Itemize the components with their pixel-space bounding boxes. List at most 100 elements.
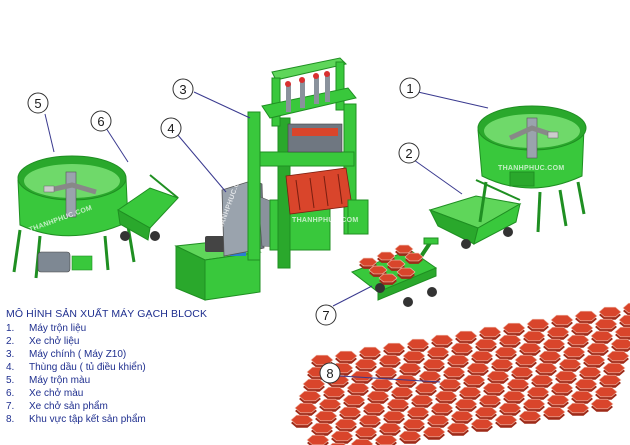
trolley-brick [368,265,388,275]
material-mixer-watermark: THANHPHUC.COM [498,165,565,172]
callout-3: 3 [172,78,194,100]
paver-brick [330,430,354,442]
paver-brick [470,350,494,362]
callout-8: 8 [319,362,341,384]
paver-brick [350,438,374,445]
legend-title: MÔ HÌNH SẢN XUẤT MÁY GẠCH BLOCK [6,308,208,320]
paver-brick [454,398,478,410]
paver-brick [342,394,366,406]
paver-brick [310,422,334,434]
legend-item-3: 3.Máy chính ( Máy Z10) [6,349,127,360]
paver-brick [622,302,630,314]
paver-brick [590,398,614,410]
paver-brick [402,418,426,430]
main-machine-watermark: THANHPHUC.COM [292,217,359,224]
svg-text:4: 4 [167,121,174,136]
paver-brick [418,370,442,382]
paver-brick [298,390,322,402]
paver-brick [322,386,346,398]
legend-item-8: 8.Khu vực tập kết sản phẩm [6,414,146,425]
paver-brick [474,406,498,418]
svg-text:6: 6 [97,114,104,129]
paver-brick [302,378,326,390]
callout-2: 2 [398,142,420,164]
paver-brick [514,354,538,366]
paver-brick [550,314,574,326]
paver-brick [470,418,494,430]
paver-brick [574,378,598,390]
paver-brick [374,366,398,378]
paver-brick [398,430,422,442]
paver-brick [562,346,586,358]
paver-brick [422,426,446,438]
paver-brick [590,330,614,342]
paver-brick [434,390,458,402]
paver-brick [554,370,578,382]
paver-brick [454,330,478,342]
paver-brick [546,326,570,338]
trolley-brick [394,244,414,254]
paver-brick [366,390,390,402]
paver-brick [582,354,606,366]
paver-brick [610,338,630,350]
paver-brick [522,398,546,410]
svg-text:7: 7 [322,308,329,323]
paver-brick [518,410,542,422]
trolley-brick [396,267,416,277]
paver-brick [430,334,454,346]
paver-brick [486,370,510,382]
paver-brick [422,358,446,370]
paver-brick [542,406,566,418]
svg-text:1: 1 [406,81,413,96]
paver-brick [362,402,386,414]
paver-brick [426,414,450,426]
paver-brick [318,398,342,410]
trolley-brick [404,252,424,262]
material-mixer: THANHPHUC.COM [477,105,587,233]
paver-brick [334,418,358,430]
paver-brick [518,342,542,354]
trolley-brick [378,273,398,283]
paver-brick [598,374,622,386]
paver-brick [398,362,422,374]
paver-brick [294,402,318,414]
paver-brick [382,342,406,354]
material-cart [428,179,522,249]
paver-brick [498,402,522,414]
paver-brick [438,378,462,390]
paver-brick [446,354,470,366]
paver-brick [406,406,430,418]
paver-brick [478,394,502,406]
color-cart [117,174,179,241]
paver-brick [502,322,526,334]
paver-brick [474,338,498,350]
paver-brick [482,382,506,394]
paver-brick [522,330,546,342]
paver-brick [378,422,402,434]
paver-brick [578,366,602,378]
paver-brick [462,374,486,386]
paver-brick [566,334,590,346]
paver-brick [414,382,438,394]
paver-brick [346,382,370,394]
legend: MÔ HÌNH SẢN XUẤT MÁY GẠCH BLOCK 1.Máy tr… [6,308,207,426]
svg-text:2: 2 [405,146,412,161]
legend-item-7: 7.Xe chở sản phẩm [6,401,108,412]
legend-item-2: 2.Xe chở liệu [6,336,80,347]
paver-brick [570,322,594,334]
paver-brick [386,398,410,410]
legend-item-1: 1.Máy trộn liệu [6,323,87,334]
paver-brick [490,358,514,370]
paver-brick [510,366,534,378]
paver-brick [442,366,466,378]
trolley-brick [376,251,396,261]
paver-brick [430,402,454,414]
paver-brick [334,350,358,362]
legend-item-5: 5.Máy trộn màu [6,375,91,386]
callout-5: 5 [27,92,49,114]
paver-brick [354,358,378,370]
paver-brick [534,362,558,374]
paver-brick [446,422,470,434]
paver-brick [566,402,590,414]
